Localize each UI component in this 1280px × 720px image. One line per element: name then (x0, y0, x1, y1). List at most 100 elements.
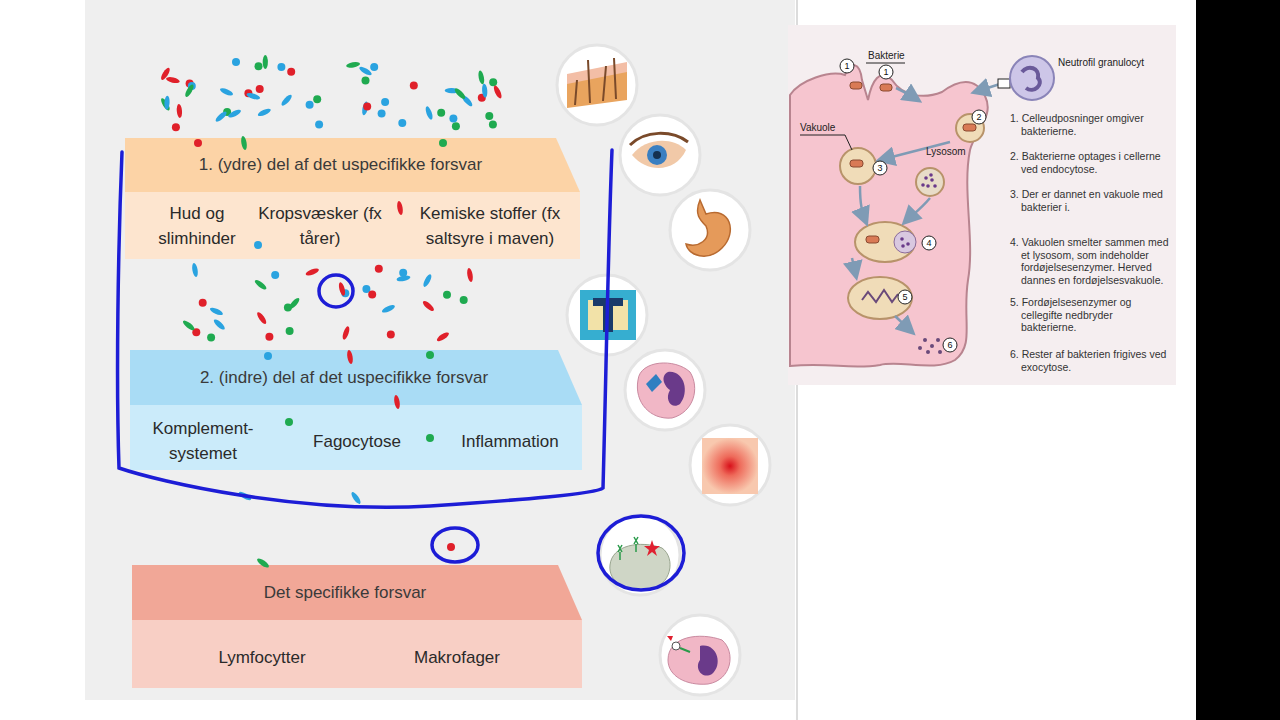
band-body (132, 620, 582, 688)
antigen-dot (370, 63, 378, 71)
band-body (125, 192, 580, 259)
antigen-dot (362, 77, 370, 85)
item-text: Komplement-systemet (138, 416, 268, 466)
eye-icon-part (632, 141, 686, 168)
neutrophil-icon-part (1022, 68, 1040, 90)
antigen-dot (280, 93, 293, 107)
macrophage-icon-part (668, 636, 730, 684)
antigen-dot (396, 275, 411, 283)
antigen-dot (350, 491, 362, 505)
antigen-dot (285, 418, 293, 426)
antigen-dot (421, 299, 435, 312)
skin-icon (557, 45, 637, 125)
antigen-dot (368, 291, 376, 299)
stomach-icon-part (670, 190, 750, 270)
antigen-dot (489, 78, 497, 86)
item-text: Kropsvæsker (fx tårer) (250, 201, 390, 251)
antigen-dot (209, 306, 224, 316)
antigen-dot (212, 318, 226, 331)
antigen-dot (437, 109, 445, 117)
bacteria-part (850, 82, 862, 89)
antigen-dot (264, 352, 272, 360)
antigen-dot (214, 110, 228, 123)
hand-drawn-bracket-part (319, 275, 353, 307)
antigen-dot (466, 268, 474, 283)
antigen-dot (194, 139, 202, 147)
bacteria-part (848, 277, 912, 319)
antigen-dot (227, 108, 242, 119)
item-text: Fagocytose (297, 429, 417, 454)
callout-number: 1 (879, 66, 893, 78)
antigen-dot (315, 120, 323, 128)
inflammation-icon-part (702, 438, 758, 494)
bacteria-part (936, 338, 940, 342)
hand-drawn-bracket (118, 150, 684, 590)
callout-number: 4 (922, 237, 936, 249)
defense-item: Kropsvæsker (fx tårer) (250, 201, 390, 251)
neutrophil-icon (998, 56, 1054, 100)
defense-band: Det specifikke forsvarLymfocytterMakrofa… (132, 565, 582, 688)
phagocyte-icon-part (625, 350, 705, 430)
antigen-dot (287, 68, 295, 76)
band-title: 2. (indre) del af det uspecifikke forsva… (130, 350, 558, 405)
hand-drawn-bracket-part (432, 528, 478, 562)
macrophage-icon (660, 615, 740, 695)
bacteria-part (930, 344, 934, 348)
process-arrows-part (975, 84, 1000, 92)
label-leaders (800, 63, 905, 150)
bacteria-part (938, 350, 942, 354)
eye-icon (620, 115, 700, 195)
antigen-dot (263, 55, 268, 69)
antigen-dot (254, 241, 262, 249)
antigen-dot (422, 273, 433, 288)
antigen-dot (271, 271, 279, 279)
black-bar (1196, 0, 1280, 720)
macrophage-icon-part (680, 648, 690, 652)
step-description: 4. Vakuolen smelter sammen med et lysoso… (1010, 236, 1170, 286)
antigen-dot (375, 265, 383, 273)
callout-circles-part (840, 59, 854, 73)
defense-item: Makrofager (387, 645, 527, 670)
antigen-dot (191, 263, 199, 278)
antigen-dot (176, 104, 182, 118)
antigen-dot (485, 112, 493, 120)
hand-drawn-bracket-part (598, 516, 684, 590)
item-text: Kemiske stoffer (fx saltsyre i maven) (395, 201, 585, 251)
antigen-dot (363, 102, 371, 110)
bacteria-part (880, 84, 892, 91)
callout-circles-part (873, 161, 887, 175)
bacteria-part (921, 183, 925, 187)
bacteria-part (900, 237, 904, 241)
antigen-dot (346, 61, 361, 69)
item-text: Makrofager (387, 645, 527, 670)
skin-icon-part (575, 58, 616, 105)
antigen-dot (182, 319, 196, 332)
antigen-dot (255, 62, 263, 70)
antigen-dot (449, 115, 457, 123)
defense-band: 2. (indre) del af det uspecifikke forsva… (130, 350, 582, 470)
antigen-dot (172, 123, 180, 131)
callout-number: 6 (943, 339, 957, 351)
antigen-dot (443, 291, 451, 299)
step-description: 3. Der er dannet en vakuole med bakterie… (1010, 188, 1170, 213)
antigen-dot (246, 92, 261, 101)
antigen-dot (436, 331, 451, 343)
callout-circles-part (922, 236, 936, 250)
callout-number: 5 (898, 291, 912, 303)
phagocyte-icon-part (637, 363, 694, 418)
item-text: Lymfocytter (192, 645, 332, 670)
bacteria-part (933, 184, 937, 188)
antigen-dot (398, 119, 406, 127)
callout-number: 1 (840, 60, 854, 72)
defense-item: Komplement-systemet (138, 416, 268, 466)
phagocyte-icon-part (664, 372, 685, 406)
macrophage-icon-part (667, 636, 673, 641)
antigen-dot (164, 96, 170, 110)
inflammation-icon (690, 425, 770, 505)
lymphocyte-icon-part (618, 537, 638, 560)
antigen-dot (286, 327, 294, 335)
antigen-dot (232, 58, 240, 66)
item-text: Hud og slimhinder (132, 201, 262, 251)
part-label: Vakuole (800, 122, 835, 134)
